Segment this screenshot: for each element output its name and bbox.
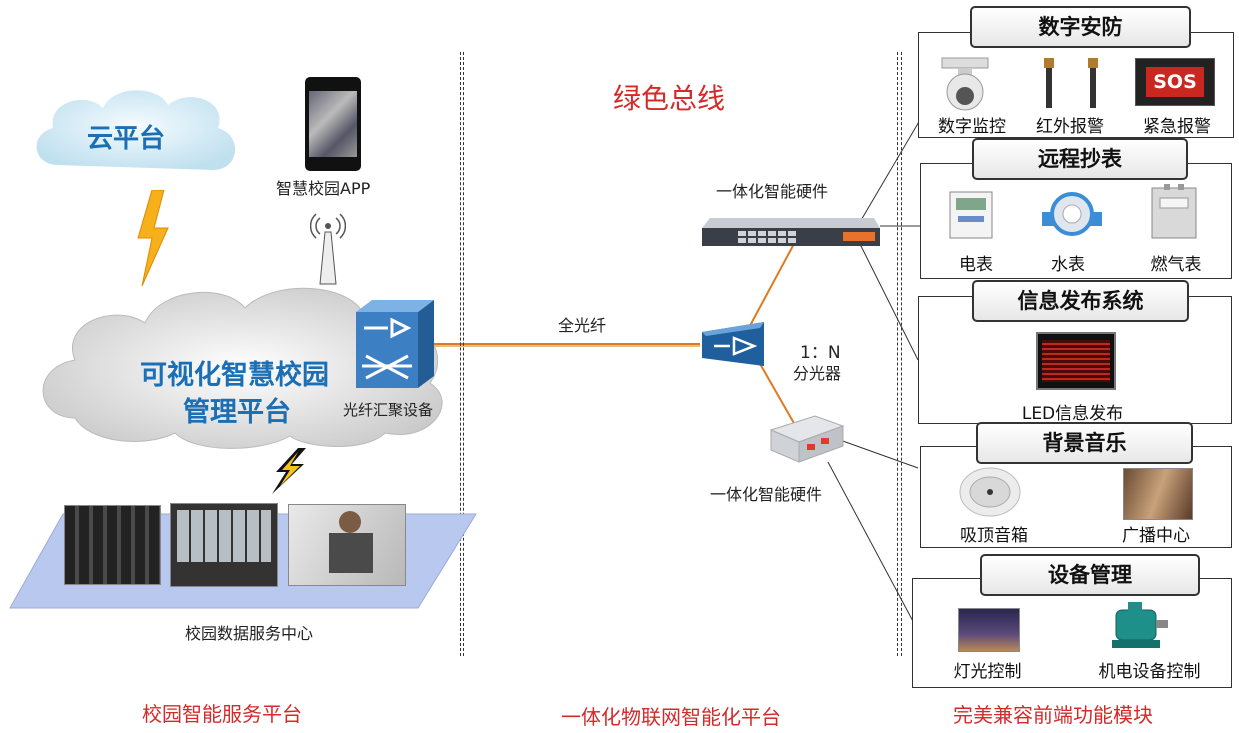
phone-icon <box>305 77 361 171</box>
module-security-title: 数字安防 <box>970 6 1191 48</box>
office-photo <box>288 504 406 586</box>
dome-camera-icon <box>941 57 989 111</box>
security-item-2: 红外报警 <box>1036 117 1104 137</box>
aggregation-label: 光纤汇聚设备 <box>343 401 434 419</box>
sos-badge: SOS <box>1146 67 1204 97</box>
separator-left-2 <box>463 52 464 656</box>
motor-icon <box>1112 602 1168 648</box>
street-light-photo <box>958 608 1020 652</box>
electric-meter-icon <box>949 191 993 239</box>
bus-title: 绿色总线 <box>613 82 726 115</box>
app-label: 智慧校园APP <box>276 179 371 198</box>
cloud-platform-label: 云平台 <box>87 124 166 154</box>
sos-alarm-icon: SOS <box>1135 58 1215 106</box>
lightning-icon <box>137 190 169 287</box>
hardware-top-icon <box>702 218 880 246</box>
middle-footer: 一体化物联网智能化平台 <box>561 705 781 729</box>
separator-right-2 <box>901 52 902 656</box>
splitter-icon <box>702 322 764 366</box>
separator-right <box>897 52 898 656</box>
right-footer: 完美兼容前端功能模块 <box>953 703 1153 727</box>
music-item-2: 广播中心 <box>1122 526 1190 546</box>
cloud-platform-cloud <box>36 90 236 170</box>
hardware-bottom-label: 一体化智能硬件 <box>710 485 823 504</box>
monitor-wall-photo <box>170 503 278 587</box>
module-device-title: 设备管理 <box>980 554 1200 596</box>
water-meter-icon <box>1042 192 1102 236</box>
security-item-1: 数字监控 <box>938 117 1006 137</box>
meter-item-1: 电表 <box>959 255 993 275</box>
aggregation-device-icon <box>356 300 434 388</box>
datacenter-label: 校园数据服务中心 <box>185 624 314 643</box>
module-music-title: 背景音乐 <box>976 422 1193 464</box>
info-item-1: LED信息发布 <box>1021 404 1124 424</box>
fiber-label: 全光纤 <box>558 316 607 335</box>
led-screen-icon <box>1036 332 1116 390</box>
zigzag-icon <box>272 448 306 494</box>
device-item-1: 灯光控制 <box>953 662 1022 682</box>
device-item-2: 机电设备控制 <box>1098 662 1201 682</box>
antenna-icon <box>310 213 346 285</box>
broadcast-center-photo <box>1123 468 1193 520</box>
hardware-top-label: 一体化智能硬件 <box>716 182 829 201</box>
splitter-ratio: 1：N <box>800 343 841 363</box>
security-item-3: 紧急报警 <box>1143 117 1211 137</box>
platform-title-line1: 可视化智慧校园 <box>140 360 329 391</box>
module-info-title: 信息发布系统 <box>972 280 1189 322</box>
gas-meter-icon <box>1151 184 1197 239</box>
platform-title-line2: 管理平台 <box>183 397 291 428</box>
splitter-label: 分光器 <box>793 364 842 383</box>
infrared-beam-icon <box>1044 58 1098 108</box>
music-item-1: 吸顶音箱 <box>960 526 1028 546</box>
module-meter-title: 远程抄表 <box>972 138 1188 180</box>
meter-item-2: 水表 <box>1051 255 1085 275</box>
left-footer: 校园智能服务平台 <box>142 702 302 726</box>
ceiling-speaker-icon <box>959 467 1021 517</box>
server-room-photo <box>64 505 161 585</box>
separator-left <box>460 52 461 656</box>
hardware-bottom-icon <box>769 415 845 463</box>
meter-item-3: 燃气表 <box>1150 255 1202 275</box>
